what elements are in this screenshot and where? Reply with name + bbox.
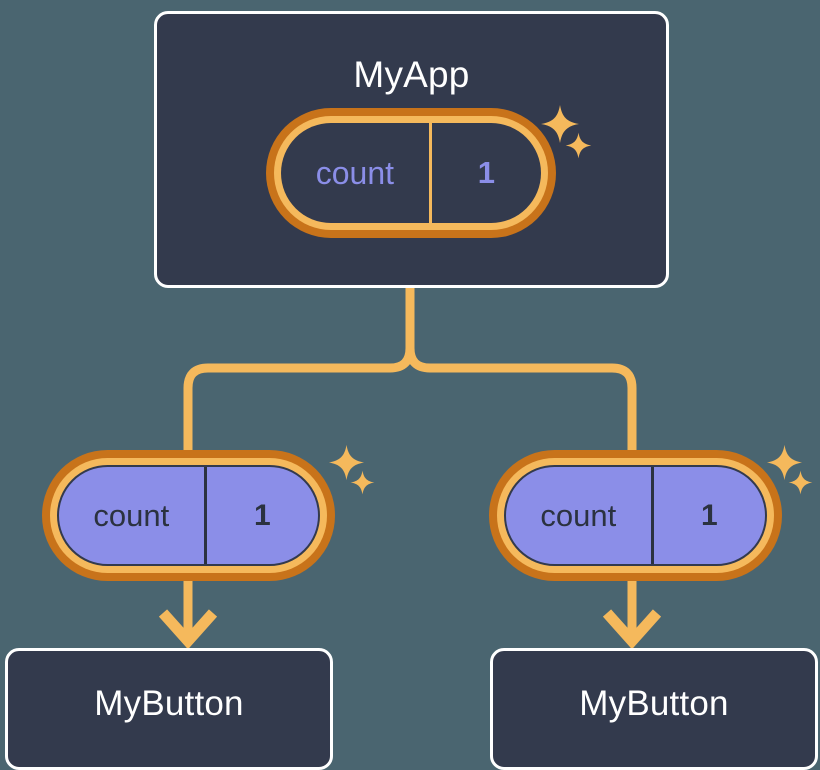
app-node[interactable]: MyApp bbox=[154, 11, 669, 288]
app-state-pill[interactable]: count 1 bbox=[266, 108, 556, 238]
sparkle-large-icon bbox=[541, 105, 579, 143]
sparkle-large-icon bbox=[766, 444, 803, 481]
child-left-state-pill[interactable]: count 1 bbox=[42, 450, 335, 581]
child-right-leaf-title: MyButton bbox=[579, 684, 729, 723]
app-node-title: MyApp bbox=[353, 54, 470, 95]
app-state-key: count bbox=[281, 123, 432, 223]
sparkle-small-icon bbox=[788, 470, 813, 495]
sparkle-small-icon bbox=[565, 132, 592, 159]
child-right-leaf-node[interactable]: MyButton bbox=[490, 648, 818, 770]
connector-root-to-right bbox=[405, 283, 637, 457]
child-right-state-value: 1 bbox=[700, 498, 718, 532]
child-right-state-pill-ring: count 1 bbox=[497, 458, 774, 573]
connector-root-to-left bbox=[183, 283, 415, 457]
sparkle-small-icon bbox=[350, 470, 375, 495]
app-state-pill-ring: count 1 bbox=[274, 116, 548, 230]
arrow-head-right bbox=[602, 609, 662, 650]
child-left-leaf-title: MyButton bbox=[94, 684, 244, 723]
child-left-state-pill-core: count 1 bbox=[57, 465, 320, 566]
child-left-state-pill-ring: count 1 bbox=[50, 458, 327, 573]
app-state-pill-core: count 1 bbox=[281, 123, 541, 223]
child-left-state-value: 1 bbox=[253, 498, 271, 532]
child-left-state-key: count bbox=[59, 467, 207, 564]
arrow-head-left bbox=[158, 609, 218, 650]
child-right-state-key: count bbox=[506, 467, 654, 564]
child-right-state-pill[interactable]: count 1 bbox=[489, 450, 782, 581]
sparkle-large-icon bbox=[328, 444, 365, 481]
child-left-leaf-node[interactable]: MyButton bbox=[5, 648, 333, 770]
child-right-state-pill-core: count 1 bbox=[504, 465, 767, 566]
app-state-value: 1 bbox=[477, 155, 496, 190]
